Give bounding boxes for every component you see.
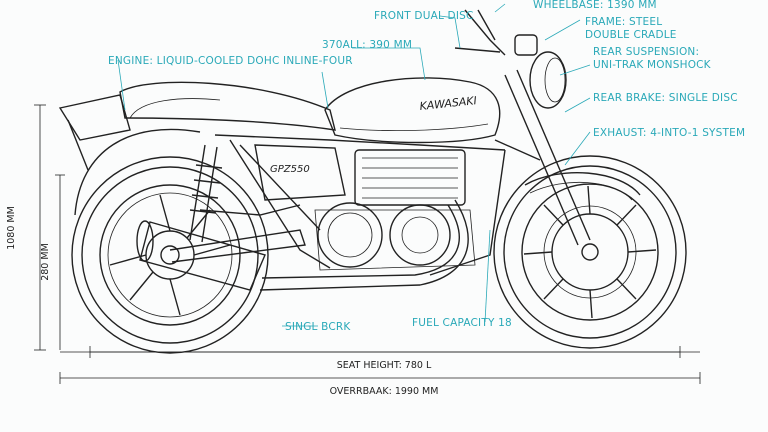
side-cover-logo: GPZ550 (270, 164, 310, 175)
callouts: FRONT DUAL DISC WHEELBASE: 1390 MM FRAME… (108, 0, 745, 333)
dimension-overall-length: OVERRBAAK: 1990 MM (330, 386, 439, 397)
front-fork (494, 69, 591, 246)
callout-front-brake: FRONT DUAL DISC (374, 10, 474, 22)
callout-exhaust: EXHAUST: 4-INTO-1 SYSTEM (593, 127, 745, 139)
dimension-seat-height: SEAT HEIGHT: 780 L (337, 360, 432, 371)
rear-shock (189, 144, 223, 243)
rear-wheel (71, 156, 269, 354)
dimension-height-outer: 1080 MM (6, 206, 17, 250)
leader-lines (117, 3, 591, 327)
callout-frame-line1: FRAME: STEEL (585, 16, 662, 28)
callout-frame-line2: DOUBLE CRADLE (585, 29, 677, 41)
motorcycle-drawing (58, 9, 700, 354)
front-wheel (493, 155, 687, 349)
callout-rear-brake: REAR BRAKE: SINGLE DISC (593, 92, 738, 104)
callout-fuel: FUEL CAPACITY 18 (412, 317, 512, 329)
callout-overall: 370ALL: 390 MM (322, 39, 412, 51)
callout-single-brake: SINGL BCRK (285, 321, 351, 333)
callout-rear-suspension-line1: REAR SUSPENSION: (593, 46, 699, 58)
tank-logo: KAWASAKI (419, 94, 477, 113)
exhaust-system (136, 199, 469, 291)
callout-wheelbase: WHEELBASE: 1390 MM (533, 0, 657, 11)
engine-block (314, 149, 476, 271)
dimension-height-inner: 280 MM (40, 243, 51, 281)
callout-engine: ENGINE: LIQUID-COOLED DOHC INLINE-FOUR (108, 55, 353, 67)
callout-rear-suspension-line2: UNI-TRAK MONSHOCK (593, 59, 712, 71)
dimension-lines (34, 104, 701, 384)
